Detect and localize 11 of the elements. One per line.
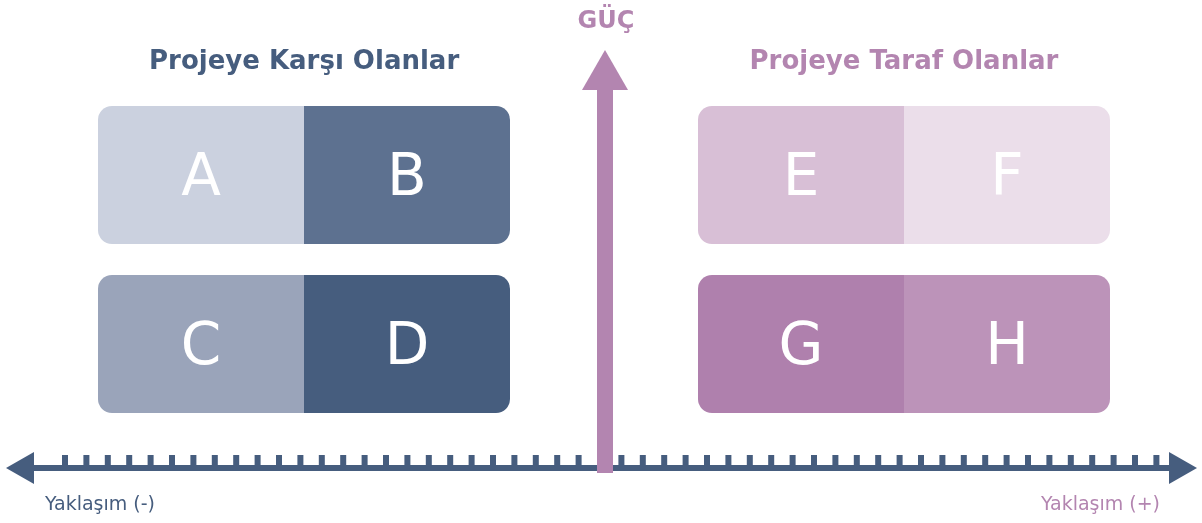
category-box: E <box>698 106 904 244</box>
axis-label: GÜÇ <box>577 6 635 34</box>
axis-label: Yaklaşım (+) <box>1041 492 1161 514</box>
category-box: H <box>904 275 1110 413</box>
category-box: G <box>698 275 904 413</box>
category-box: B <box>304 106 510 244</box>
group-heading: Projeye Karşı Olanlar <box>149 45 460 75</box>
category-box: C <box>98 275 304 413</box>
axis-label: Yaklaşım (-) <box>45 492 155 514</box>
group-heading: Projeye Taraf Olanlar <box>749 45 1059 75</box>
category-box: D <box>304 275 510 413</box>
